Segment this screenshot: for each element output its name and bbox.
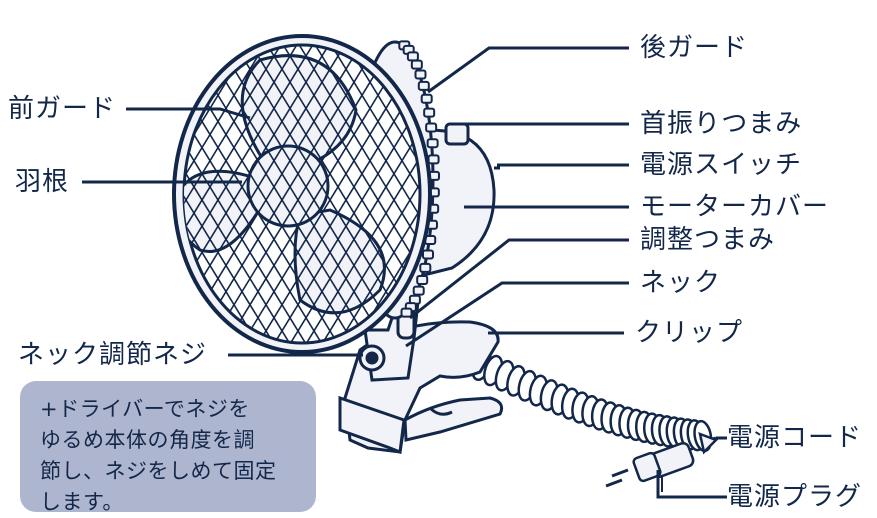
- label-power-switch: 電源スイッチ: [640, 150, 803, 180]
- power-plug: [605, 432, 719, 492]
- label-neck: ネック: [640, 268, 722, 298]
- label-adjust-knob: 調整つまみ: [640, 225, 776, 255]
- label-rear-guard: 後ガード: [640, 33, 749, 63]
- clip: [338, 320, 504, 455]
- label-neck-screw: ネック調節ネジ: [18, 340, 208, 370]
- instruction-note-box: [20, 381, 316, 512]
- power-cord: [459, 344, 717, 453]
- leader-lines: [82, 46, 727, 499]
- label-blade: 羽根: [15, 167, 70, 197]
- label-power-plug: 電源プラグ: [727, 482, 863, 512]
- label-power-cord: 電源コード: [727, 423, 863, 453]
- label-front-guard: 前ガード: [8, 94, 117, 124]
- label-motor-cover: モーターカバー: [640, 192, 830, 222]
- label-oscillation-knob: 首振りつまみ: [640, 109, 803, 139]
- label-clip: クリップ: [635, 318, 744, 348]
- instruction-note-text: +ドライバーでネジを ゆるめ本体の角度を調 節し、ネジをしめて固定 します。: [40, 397, 277, 514]
